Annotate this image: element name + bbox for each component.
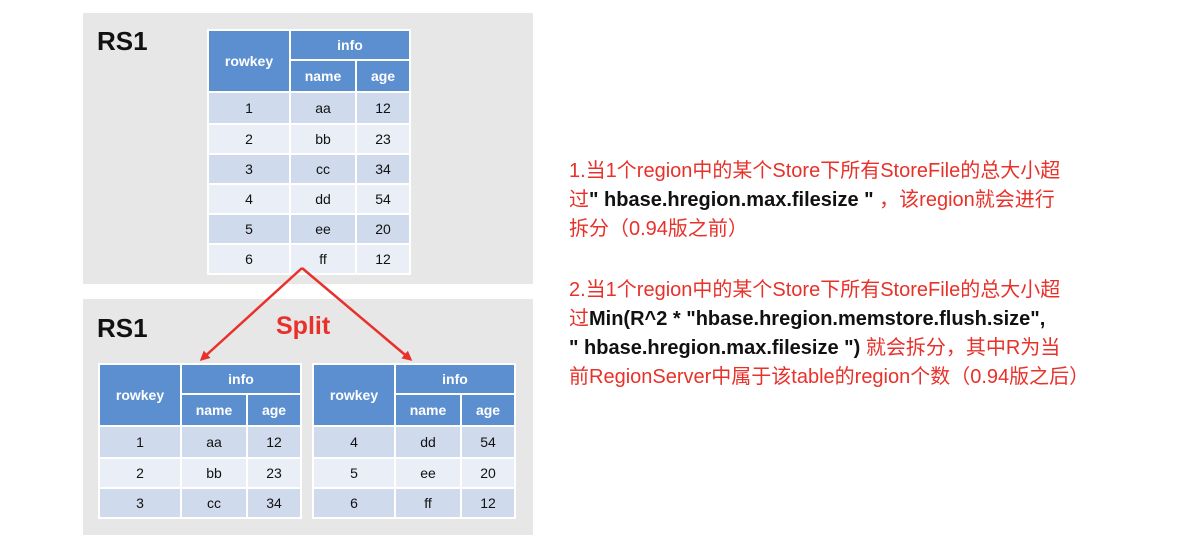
rs-bottom-label: RS1 [97, 313, 148, 343]
note-2: 2.当1个region中的某个Store下所有StoreFile的总大小超 过M… [569, 276, 1189, 392]
split-arrow-right [301, 267, 413, 361]
cell-rowkey: 3 [98, 487, 182, 519]
header-age: age [355, 59, 411, 93]
note-2-line-2: 过Min(R^2 * "hbase.hregion.memstore.flush… [569, 305, 1189, 334]
header-name: name [289, 59, 357, 93]
cell-name: aa [180, 425, 248, 459]
cell-name: ee [289, 213, 357, 245]
cell-name: bb [289, 123, 357, 155]
note-1-text: 过 [569, 189, 589, 211]
config-key-max-filesize: " hbase.hregion.max.filesize " [589, 189, 874, 211]
cell-age: 54 [460, 425, 516, 459]
note-2-text: 过 [569, 308, 589, 330]
cell-name: ff [394, 487, 462, 519]
note-2-line-3: " hbase.hregion.max.filesize ") 就会拆分，其中R… [569, 334, 1189, 363]
cell-rowkey: 6 [312, 487, 396, 519]
cell-rowkey: 4 [207, 183, 291, 215]
note-1-text: ，该region就会进行 [873, 189, 1055, 211]
header-family: info [289, 29, 411, 61]
cell-rowkey: 1 [98, 425, 182, 459]
cell-name: cc [180, 487, 248, 519]
cell-name: ff [289, 243, 357, 275]
cell-rowkey: 6 [207, 243, 291, 275]
cell-age: 12 [460, 487, 516, 519]
cell-rowkey: 2 [207, 123, 291, 155]
cell-age: 34 [355, 153, 411, 185]
cell-name: bb [180, 457, 248, 489]
cell-age: 23 [246, 457, 302, 489]
cell-name: ee [394, 457, 462, 489]
cell-rowkey: 5 [207, 213, 291, 245]
note-1: 1.当1个region中的某个Store下所有StoreFile的总大小超 过"… [569, 157, 1189, 244]
cell-rowkey: 2 [98, 457, 182, 489]
cell-rowkey: 1 [207, 91, 291, 125]
cell-age: 54 [355, 183, 411, 215]
header-age: age [460, 393, 516, 427]
cell-age: 20 [355, 213, 411, 245]
cell-age: 20 [460, 457, 516, 489]
note-2-text: 就会拆分，其中R为当 [860, 337, 1061, 359]
cell-name: cc [289, 153, 357, 185]
config-formula-min: Min(R^2 * "hbase.hregion.memstore.flush.… [589, 308, 1046, 330]
note-1-line-2: 过" hbase.hregion.max.filesize " ，该region… [569, 186, 1189, 215]
note-1-line-1: 1.当1个region中的某个Store下所有StoreFile的总大小超 [569, 160, 1061, 182]
cell-rowkey: 4 [312, 425, 396, 459]
cell-name: dd [289, 183, 357, 215]
cell-rowkey: 3 [207, 153, 291, 185]
header-family: info [180, 363, 302, 395]
rs-top-label: RS1 [97, 26, 148, 56]
cell-age: 12 [355, 91, 411, 125]
cell-name: aa [289, 91, 357, 125]
note-2-line-4: 前RegionServer中属于该table的region个数（0.94版之后） [569, 366, 1090, 388]
cell-age: 34 [246, 487, 302, 519]
note-2-line-1: 2.当1个region中的某个Store下所有StoreFile的总大小超 [569, 279, 1061, 301]
header-name: name [394, 393, 462, 427]
cell-age: 12 [355, 243, 411, 275]
note-1-line-3: 拆分（0.94版之前） [569, 218, 748, 240]
header-name: name [180, 393, 248, 427]
cell-age: 23 [355, 123, 411, 155]
header-rowkey: rowkey [207, 29, 291, 93]
split-arrow-left [199, 267, 303, 362]
cell-name: dd [394, 425, 462, 459]
header-age: age [246, 393, 302, 427]
cell-age: 12 [246, 425, 302, 459]
header-rowkey: rowkey [312, 363, 396, 427]
header-family: info [394, 363, 516, 395]
config-key-max-filesize: " hbase.hregion.max.filesize ") [569, 337, 861, 359]
header-rowkey: rowkey [98, 363, 182, 427]
split-label: Split [276, 312, 331, 340]
cell-rowkey: 5 [312, 457, 396, 489]
